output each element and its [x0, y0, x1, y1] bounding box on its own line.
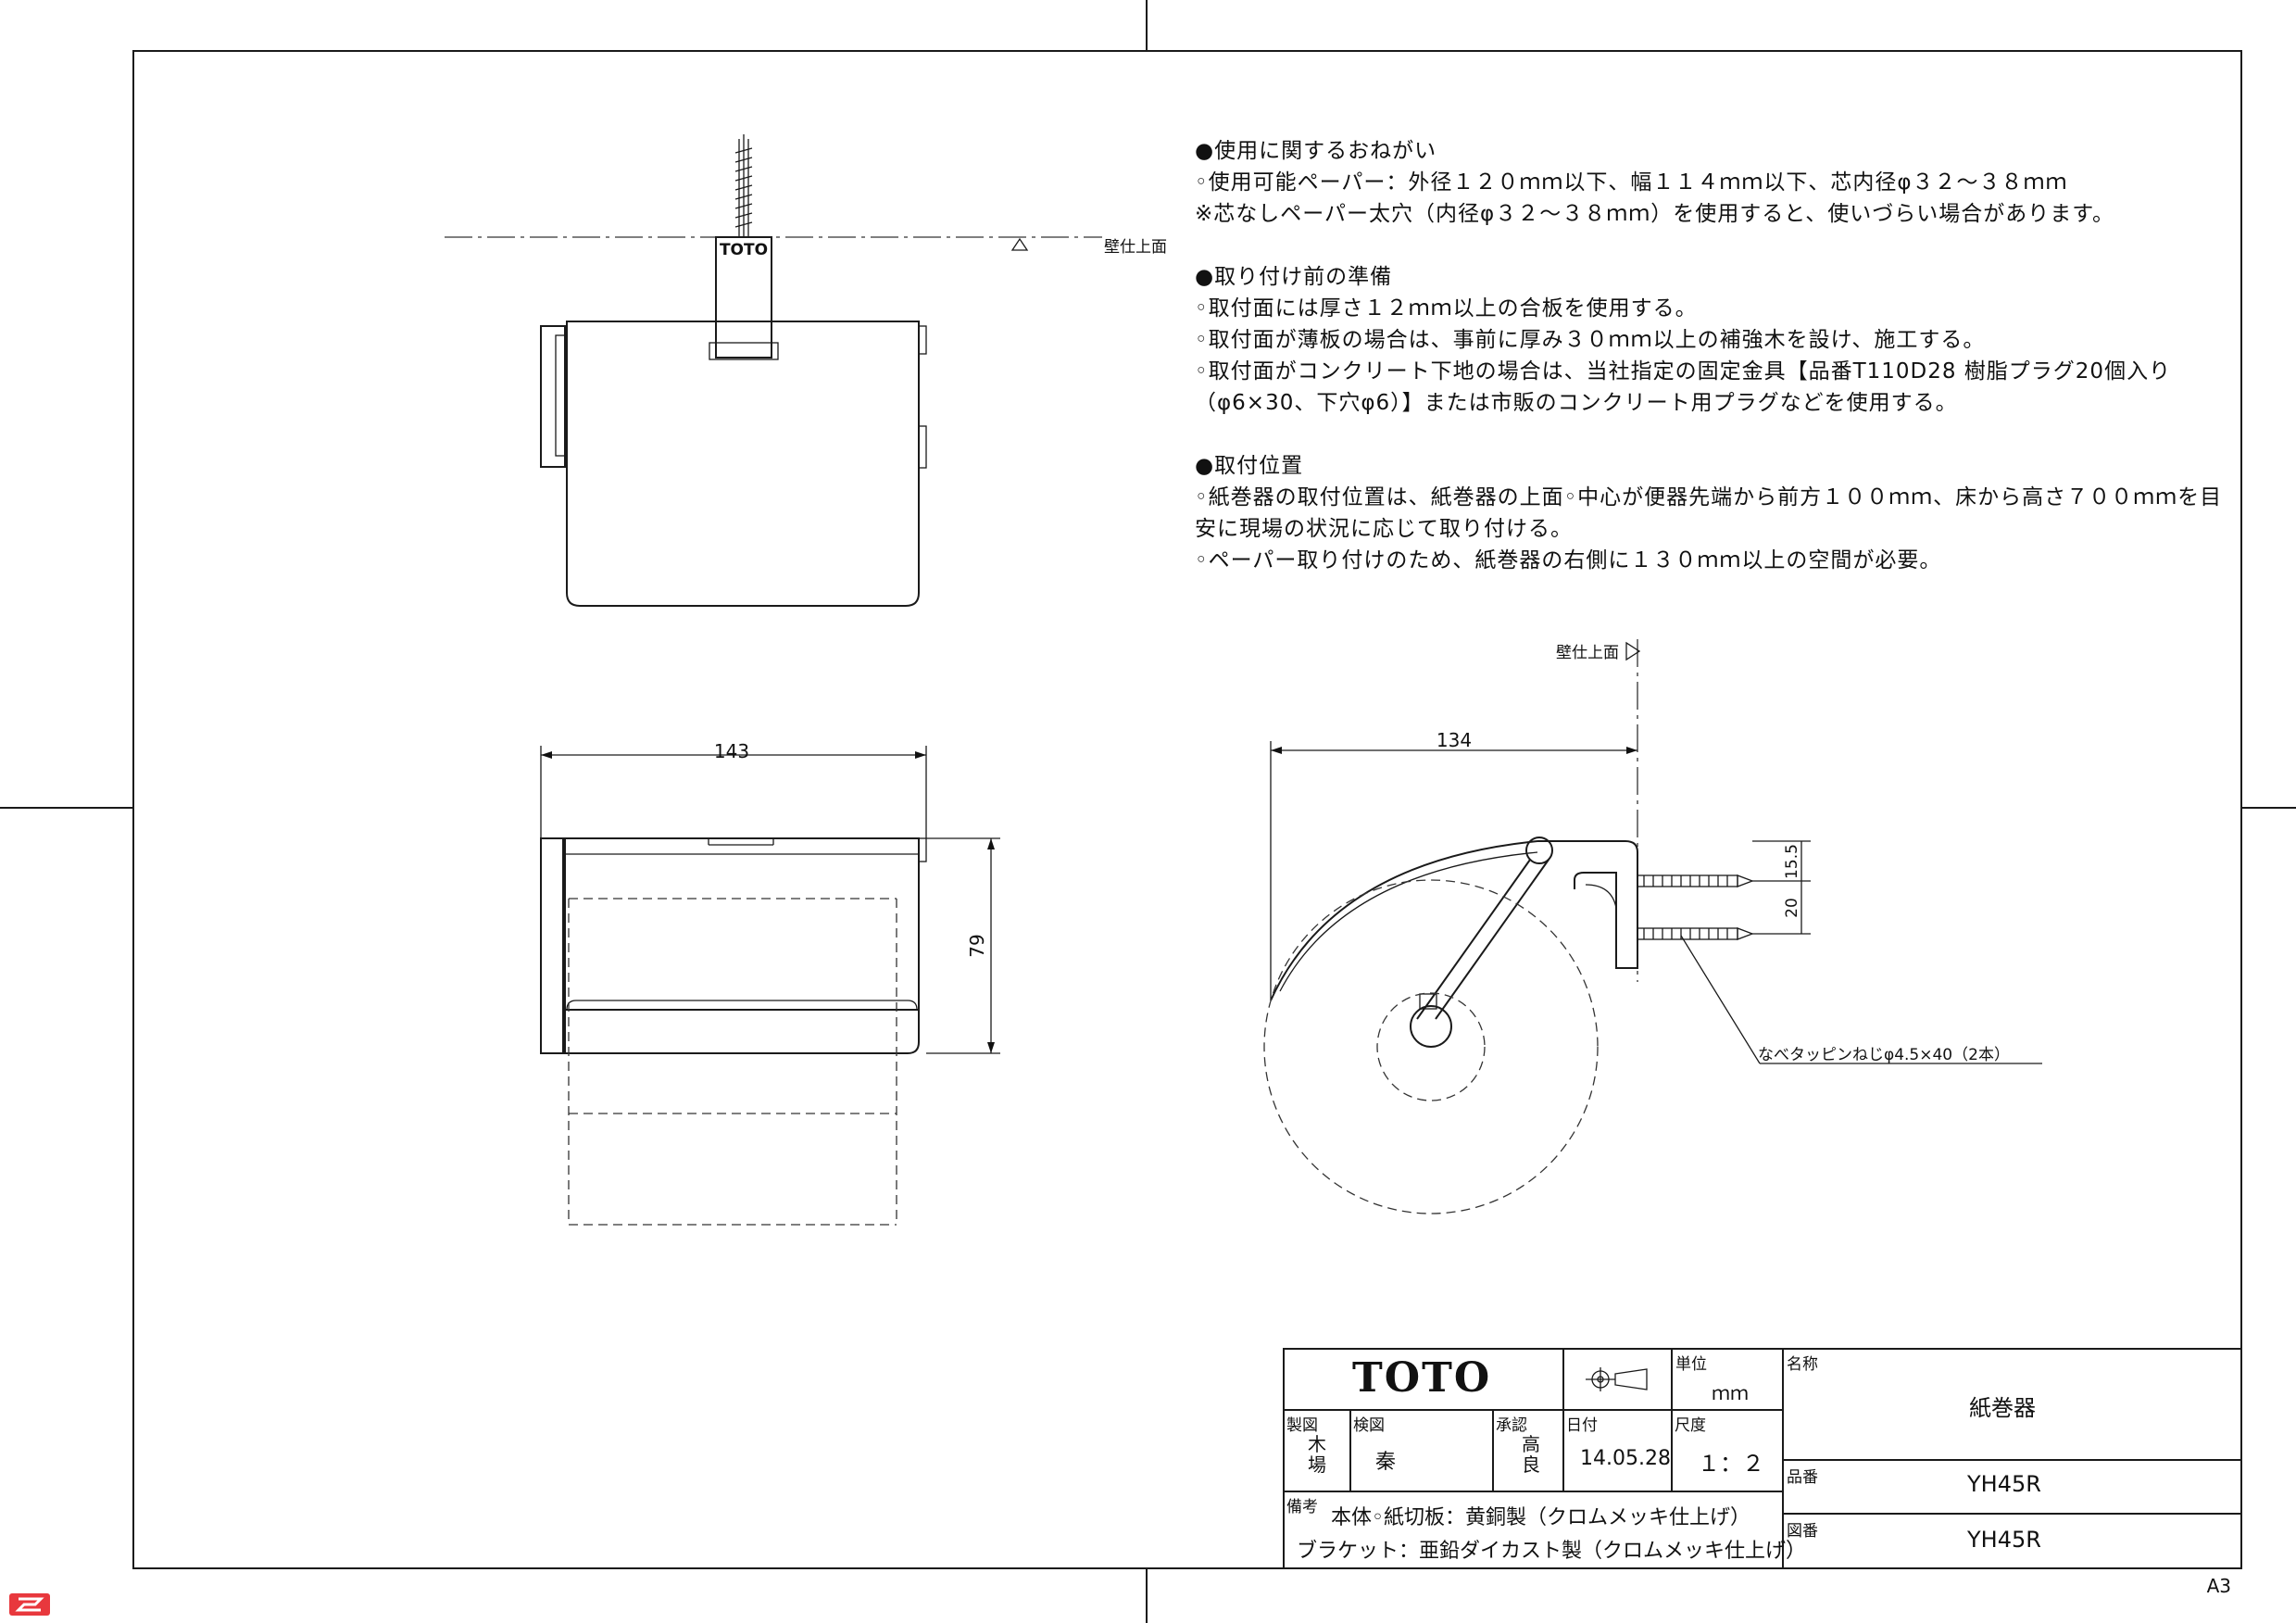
drawing-no-value: YH45R [1967, 1527, 2041, 1553]
preparation-section: ●取り付け前の準備 ◦取付面には厚さ１２ｍｍ以上の合板を使用する。 ◦取付面が薄… [1195, 261, 2223, 419]
installation-notes: ●使用に関するおねがい ◦使用可能ペーパー：外径１２０ｍｍ以下、幅１１４ｍｍ以下… [1195, 135, 2223, 608]
product-no-label: 品番 [1787, 1468, 1818, 1487]
cover-arc [1270, 840, 1538, 1001]
remarks-label: 備考 [1286, 1498, 1318, 1516]
usage-heading: ●使用に関するおねがい [1195, 139, 1437, 163]
screw-note: なべタッピンねじφ4.5×40（2本） [1758, 1046, 2010, 1064]
top-view: 壁仕上面 TOTO [445, 134, 1167, 607]
remarks-line-1: 本体◦紙切板：黄銅製（クロムメッキ仕上げ） [1331, 1506, 1750, 1529]
screw-leader [1680, 935, 1761, 1064]
sheet-size: A3 [2206, 1575, 2231, 1597]
date-value: 14.05.28 [1580, 1447, 1671, 1470]
name-value: 紙巻器 [1969, 1395, 2036, 1421]
side-plate-top [540, 325, 566, 468]
dim-134: 134 [1437, 729, 1472, 751]
product-no-value: YH45R [1967, 1471, 2041, 1497]
preparation-line-3: ◦取付面がコンクリート下地の場合は、当社指定の固定金具【品番T110D28 樹脂… [1195, 359, 2172, 415]
cover-top-view [566, 321, 920, 607]
wall-triangle-marker [1010, 237, 1029, 251]
paper-roll-outline [1263, 879, 1599, 1214]
preparation-line-2: ◦取付面が薄板の場合は、事前に厚み３０ｍｍ以上の補強木を設け、施工する。 [1195, 328, 1986, 352]
date-label: 日付 [1566, 1416, 1598, 1435]
checked-value: 秦 [1375, 1451, 1397, 1474]
approved-value: 高 良 [1522, 1433, 1540, 1476]
drawing-frame [132, 50, 2242, 1569]
bracket-top [715, 236, 772, 359]
usage-line-1: ◦使用可能ペーパー：外径１２０ｍｍ以下、幅１１４ｍｍ以下、芯内径φ３２〜３８ｍｍ [1195, 170, 2068, 195]
corner-logo-icon [9, 1593, 50, 1616]
dim-20: 20 [1783, 898, 1801, 918]
screws-side [1637, 874, 1754, 940]
scale-label: 尺度 [1675, 1416, 1706, 1435]
drafted-label: 製図 [1286, 1416, 1318, 1435]
bracket-stamp: TOTO [720, 241, 768, 259]
front-view: 143 79 [540, 740, 1000, 1226]
bracket-side [1537, 840, 1638, 969]
paper-core-outline [1376, 992, 1486, 1101]
position-line-2: ◦ペーパー取り付けのため、紙巻器の右側に１３０ｍｍ以上の空間が必要。 [1195, 548, 1942, 572]
unit-value: ｍｍ [1712, 1382, 1749, 1404]
wall-label-side: 壁仕上面 [1556, 644, 1619, 662]
position-section: ●取付位置 ◦紙巻器の取付位置は、紙巻器の上面◦中心が便器先端から前方１００ｍｍ… [1195, 450, 2223, 576]
usage-line-2: ※芯なしペーパー太穴（内径φ３２〜３８ｍｍ）を使用すると、使いづらい場合がありま… [1195, 202, 2114, 226]
side-plate-front [540, 837, 564, 1054]
toto-logo: TOTO [1352, 1354, 1492, 1402]
position-line-1: ◦紙巻器の取付位置は、紙巻器の上面◦中心が便器先端から前方１００ｍｍ、床から高さ… [1195, 485, 2223, 541]
position-heading: ●取付位置 [1195, 454, 1304, 478]
drawing-no-label: 図番 [1787, 1522, 1818, 1541]
dim-15-5: 15.5 [1783, 844, 1801, 879]
screw-thread-top [734, 147, 753, 228]
spindle [1410, 1005, 1452, 1048]
remarks-line-2: ブラケット：亜鉛ダイカスト製（クロムメッキ仕上げ） [1297, 1540, 1807, 1563]
usage-section: ●使用に関するおねがい ◦使用可能ペーパー：外径１２０ｍｍ以下、幅１１４ｍｍ以下… [1195, 135, 2223, 230]
scale-value: １：２ [1698, 1451, 1764, 1477]
drafted-value: 木 場 [1308, 1433, 1326, 1476]
side-view: 壁仕上面 134 [1263, 639, 2042, 1214]
approved-label: 承認 [1496, 1416, 1527, 1435]
name-label: 名称 [1787, 1355, 1818, 1374]
body-front [564, 837, 920, 1054]
wall-label-top: 壁仕上面 [1104, 238, 1167, 257]
dim-143: 143 [714, 740, 749, 762]
dim-79: 79 [966, 934, 988, 957]
title-block-grid [1283, 1348, 2242, 1569]
preparation-line-1: ◦取付面には厚さ１２ｍｍ以上の合板を使用する。 [1195, 296, 1698, 321]
holder-arm [1416, 859, 1531, 1020]
unit-label: 単位 [1675, 1355, 1707, 1374]
checked-label: 検図 [1353, 1416, 1385, 1435]
preparation-heading: ●取り付け前の準備 [1195, 265, 1393, 289]
